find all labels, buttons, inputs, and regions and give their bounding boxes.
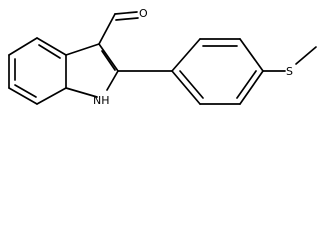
double-bond-inner xyxy=(236,70,257,99)
bond xyxy=(36,37,67,56)
bond xyxy=(239,38,264,72)
bond xyxy=(8,87,38,105)
carbonyl-bond xyxy=(115,17,139,21)
bond xyxy=(98,13,116,45)
bond xyxy=(171,38,201,72)
carbonyl-bond xyxy=(114,11,138,15)
double-bond-inner xyxy=(38,44,61,59)
indole-pyrrole-ring xyxy=(65,43,119,98)
bond xyxy=(8,37,38,56)
indole-benzene-ring xyxy=(8,37,67,105)
sulfur-atom: S xyxy=(286,65,293,78)
bond xyxy=(36,87,67,105)
bond xyxy=(106,70,119,91)
bond xyxy=(295,46,317,65)
nh-atom: NH xyxy=(93,94,110,107)
methylthio-group xyxy=(262,46,317,72)
double-bond-inner xyxy=(14,84,37,98)
double-bond-inner xyxy=(101,50,116,71)
bond xyxy=(98,43,119,72)
aldehyde-group xyxy=(98,11,139,45)
chemical-structure: O NH S xyxy=(8,7,317,107)
bond xyxy=(65,87,98,98)
phenyl-ring xyxy=(171,38,264,105)
molecule-drawing: O NH S xyxy=(8,7,317,107)
oxygen-atom: O xyxy=(139,7,148,20)
bond xyxy=(239,70,264,105)
double-bond-inner xyxy=(179,70,204,99)
bond xyxy=(65,43,100,56)
bond xyxy=(171,70,201,105)
